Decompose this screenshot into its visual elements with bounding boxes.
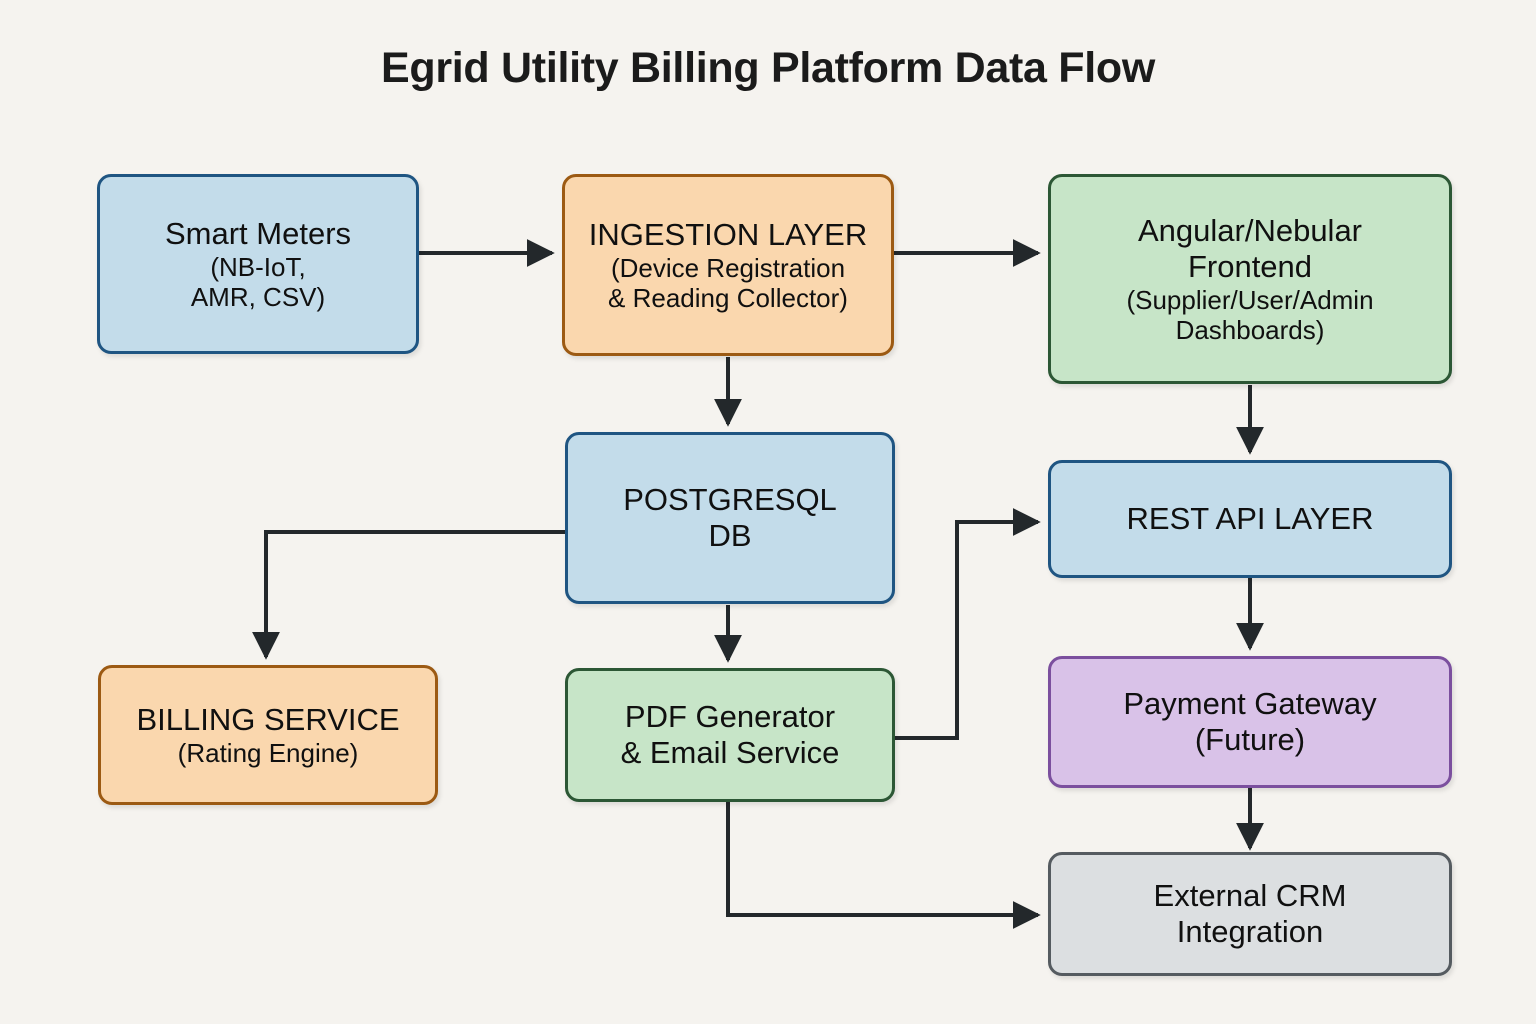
node-postgresql-db-main: POSTGRESQL DB <box>623 482 837 553</box>
page-title: Egrid Utility Billing Platform Data Flow <box>381 44 1155 92</box>
node-smart-meters-main: Smart Meters <box>164 215 352 251</box>
node-rest-api-layer-main: REST API LAYER <box>1126 501 1374 537</box>
node-billing-service[interactable]: BILLING SERVICE (Rating Engine) <box>98 665 438 805</box>
node-billing-service-main: BILLING SERVICE <box>136 701 400 737</box>
node-billing-service-sub: (Rating Engine) <box>177 737 359 768</box>
node-payment-gateway-main: Payment Gateway (Future) <box>1123 686 1377 757</box>
node-smart-meters[interactable]: Smart Meters (NB-IoT, AMR, CSV) <box>97 174 419 354</box>
node-rest-api-layer[interactable]: REST API LAYER <box>1048 460 1452 578</box>
node-ingestion-layer-sub: (Device Registration & Reading Collector… <box>608 252 848 313</box>
node-payment-gateway[interactable]: Payment Gateway (Future) <box>1048 656 1452 788</box>
node-postgresql-db[interactable]: POSTGRESQL DB <box>565 432 895 604</box>
node-pdf-email-service[interactable]: PDF Generator & Email Service <box>565 668 895 802</box>
node-ingestion-layer[interactable]: INGESTION LAYER (Device Registration & R… <box>562 174 894 356</box>
edge-pdf-email-to-rest-api <box>895 508 1041 740</box>
node-pdf-email-service-main: PDF Generator & Email Service <box>620 699 840 770</box>
edge-pdf-email-to-external-crm <box>726 800 1041 929</box>
node-external-crm[interactable]: External CRM Integration <box>1048 852 1452 976</box>
node-frontend-main: Angular/Nebular Frontend <box>1137 212 1363 284</box>
node-external-crm-main: External CRM Integration <box>1153 878 1347 949</box>
node-frontend[interactable]: Angular/Nebular Frontend (Supplier/User/… <box>1048 174 1452 384</box>
edge-postgresql-to-billing-service <box>252 530 565 660</box>
node-frontend-sub: (Supplier/User/Admin Dashboards) <box>1126 284 1374 345</box>
node-smart-meters-sub: (NB-IoT, AMR, CSV) <box>190 251 326 312</box>
node-ingestion-layer-main: INGESTION LAYER <box>588 216 868 252</box>
